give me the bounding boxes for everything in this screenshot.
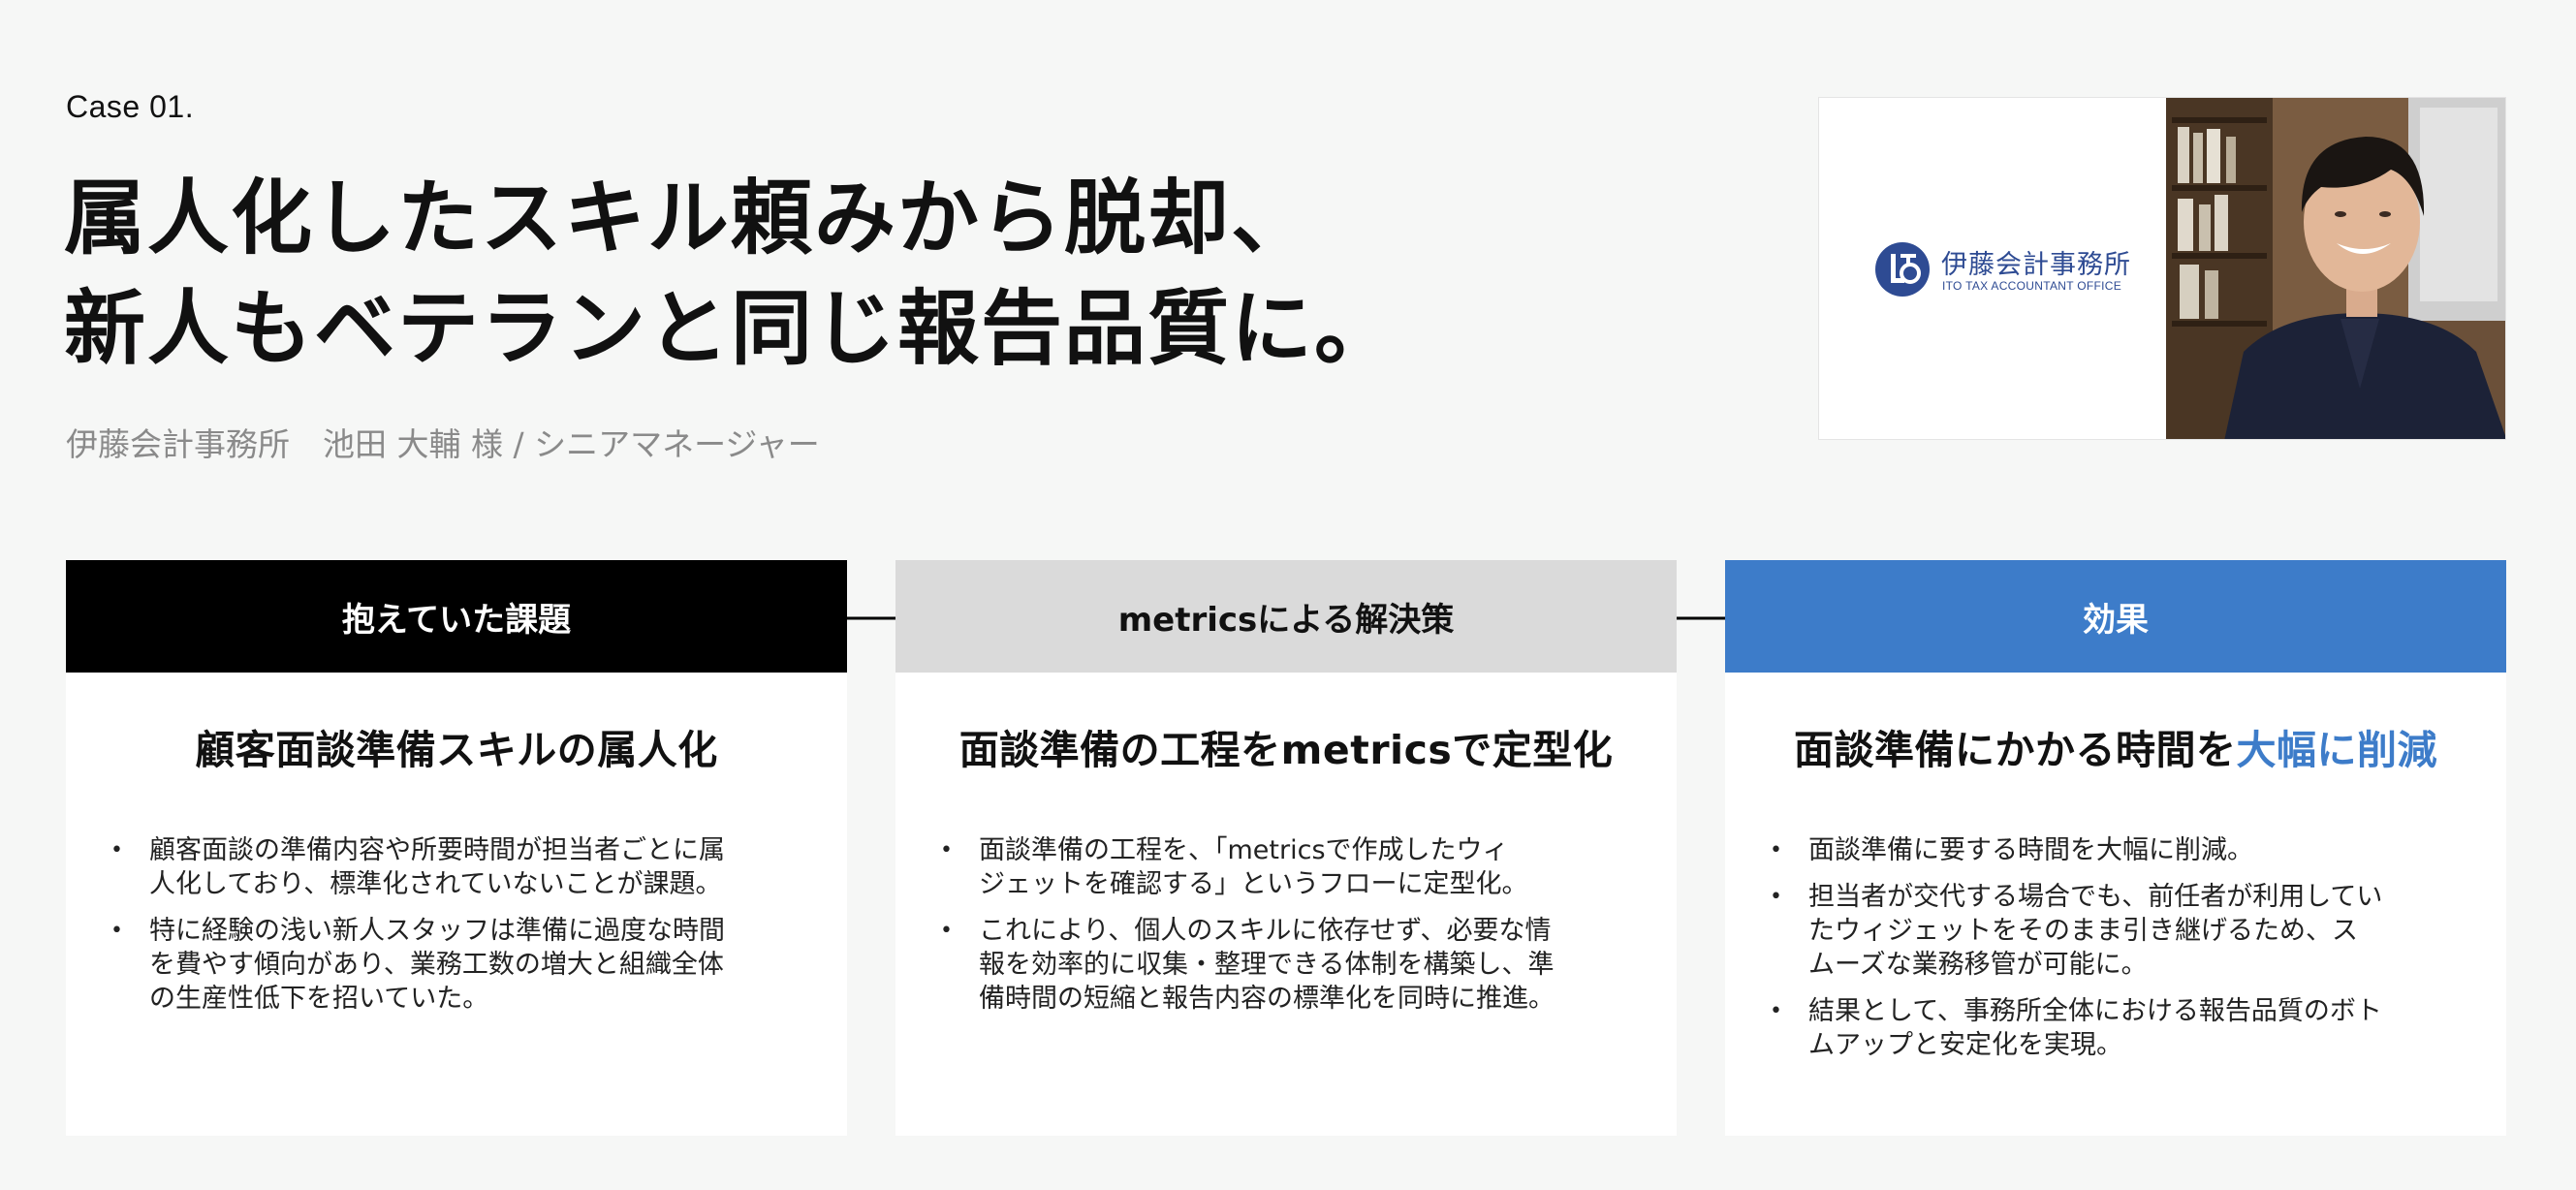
subtitle-person: 池田 大輔 様 / シニアマネージャー <box>323 425 820 463</box>
column-challenge: 抱えていた課題 顧客面談準備スキルの属人化 • 顧客面談の準備内容や所要時間が担… <box>66 560 847 1136</box>
subtitle-company: 伊藤会計事務所 <box>66 425 290 463</box>
company-card: 伊藤会計事務所 ITO TAX ACCOUNTANT OFFICE <box>1818 97 2506 440</box>
person-photo-image <box>2166 98 2505 439</box>
headline-line-2: 新人もベテランと同じ報告品質に。 <box>64 281 1398 376</box>
person-photo <box>2166 98 2505 439</box>
column-result-bullets: • 面談準備に要する時間を大幅に削減。 • 担当者が交代する場合でも、前任者が利… <box>1725 833 2506 1062</box>
column-result-title-accent: 大幅に削減 <box>2236 727 2437 773</box>
company-logo-subtitle: ITO TAX ACCOUNTANT OFFICE <box>1942 279 2122 293</box>
column-result: 効果 面談準備にかかる時間を大幅に削減 • 面談準備に要する時間を大幅に削減。 … <box>1725 560 2506 1136</box>
bullet-item: • 担当者が交代する場合でも、前任者が利用してい たウィジェットをそのまま引き継… <box>1770 882 2383 980</box>
column-result-header: 効果 <box>1725 560 2506 673</box>
bullet-item: • 結果として、事務所全体における報告品質のボト ムアップと安定化を実現。 <box>1770 996 2382 1060</box>
column-solution-title: 面談準備の工程をmetricsで定型化 <box>958 727 1614 773</box>
bullet-item: • 顧客面談の準備内容や所要時間が担当者ごとに属 人化しており、標準化されていな… <box>110 835 725 899</box>
column-result-title-plain: 面談準備にかかる時間を <box>1794 727 2237 773</box>
bullet-item: • これにより、個人のスキルに依存せず、必要な情 報を効率的に収集・整理できる体… <box>940 916 1555 1014</box>
column-solution-header: metricsによる解決策 <box>895 560 1677 673</box>
column-challenge-header: 抱えていた課題 <box>66 560 847 673</box>
column-solution-bullets: • 面談準備の工程を、「metricsで作成したウィ ジェットを確認する」という… <box>895 833 1677 1016</box>
company-logo-name: 伊藤会計事務所 <box>1941 250 2131 280</box>
subtitle: 伊藤会計事務所池田 大輔 様 / シニアマネージャー <box>66 419 820 465</box>
case-label: Case 01. <box>66 89 195 124</box>
column-solution: metricsによる解決策 面談準備の工程をmetricsで定型化 • 面談準備… <box>895 560 1677 1136</box>
bullet-item: • 特に経験の浅い新人スタッフは準備に過度な時間 を費やす傾向があり、業務工数の… <box>110 916 725 1014</box>
company-logo-mark-icon <box>1875 242 1930 297</box>
column-challenge-bullets: • 顧客面談の準備内容や所要時間が担当者ごとに属 人化しており、標準化されていな… <box>66 833 847 1016</box>
headline-line-1: 属人化したスキル頼みから脱却、 <box>64 171 1315 266</box>
column-challenge-title: 顧客面談準備スキルの属人化 <box>195 727 718 773</box>
bullet-item: • 面談準備の工程を、「metricsで作成したウィ ジェットを確認する」という… <box>940 835 1528 899</box>
column-result-title: 面談準備にかかる時間を大幅に削減 <box>1725 717 2506 775</box>
company-logo: 伊藤会計事務所 ITO TAX ACCOUNTANT OFFICE <box>1819 98 2166 439</box>
headline: 属人化したスキル頼みから脱却、 新人もベテランと同じ報告品質に。 <box>64 163 1398 384</box>
bullet-item: • 面談準備に要する時間を大幅に削減。 <box>1770 835 2253 865</box>
